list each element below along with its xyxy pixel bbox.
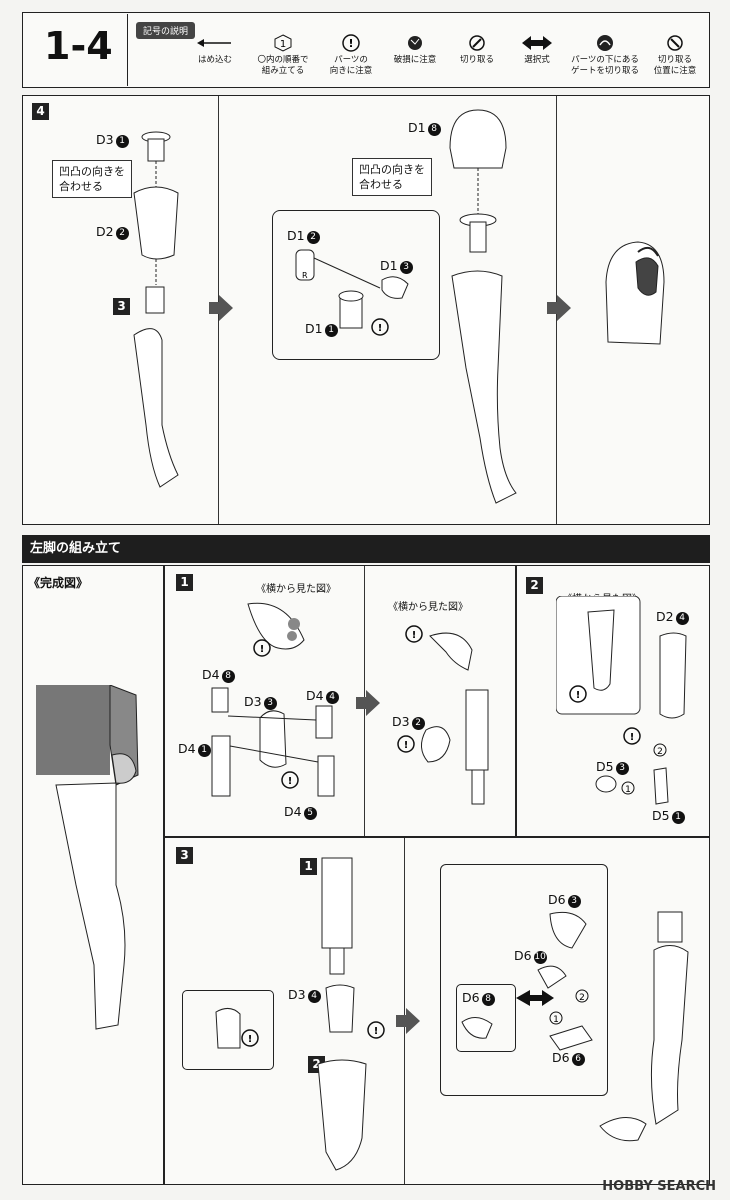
s3-foot-parts-drawing: 2 1 <box>461 911 689 1142</box>
legend-label: 切り取る 位置に注意 <box>653 55 697 76</box>
legend-item-choice: 選択式 <box>506 34 568 66</box>
svg-text:!: ! <box>378 323 383 334</box>
svg-text:1: 1 <box>280 39 286 50</box>
s1-parts-drawing-2: ! ! <box>397 625 489 805</box>
s1-side-label-2: 《横から見た図》 <box>388 602 468 613</box>
complete-view-label: 《完成図》 <box>28 576 89 590</box>
legend-item-cut-position: 切り取る 位置に注意 <box>644 34 706 77</box>
svg-text:!: ! <box>260 644 265 655</box>
s3-inset-left <box>182 990 274 1070</box>
svg-text:!: ! <box>248 1034 253 1045</box>
order-1: 1 <box>553 1015 559 1025</box>
legend-bar: 記号の説明 はめ込む 1 〇内の順番で 組み立てる ! パーツの 向きに注意 破… <box>127 14 708 86</box>
completed-figure <box>36 685 139 1030</box>
joint-inset <box>272 210 440 360</box>
s1-number: 1 <box>176 574 193 591</box>
breakage-icon <box>408 36 422 50</box>
legend-item-gate: パーツの下にある ゲートを切り取る <box>566 34 644 77</box>
arrow-right-icon <box>209 295 233 321</box>
legend-tag: 記号の説明 <box>136 22 196 39</box>
order-2: 2 <box>657 747 663 757</box>
cut-position-icon <box>667 35 683 51</box>
s3-number: 3 <box>176 847 193 864</box>
legend-label: 〇内の順番で 組み立てる <box>257 55 309 76</box>
legend-label: パーツの 向きに注意 <box>329 55 373 76</box>
s1-side-label: 《横から見た図》 <box>256 584 336 595</box>
align-note-right: 凹凸の向きを 合わせる <box>352 158 432 196</box>
d6-8-option-box <box>456 984 516 1052</box>
legend-item-order: 1 〇内の順番で 組み立てる <box>252 34 314 77</box>
arrow-left-icon <box>197 39 231 47</box>
legend-item-breakage: 破損に注意 <box>384 34 446 66</box>
arrow-right-icon <box>547 295 571 321</box>
arrow-right-icon <box>356 690 380 716</box>
r-mark: R <box>302 271 308 280</box>
s3-parts-drawing: ! ! <box>215 857 385 1171</box>
s2-number: 2 <box>526 577 543 594</box>
legend-label: 選択式 <box>524 55 550 65</box>
leg-assembly-left <box>133 131 179 488</box>
section-title: 左脚の組み立て <box>22 535 710 563</box>
joint-parts-drawing: R ! <box>295 249 409 336</box>
legend-item-direction: ! パーツの 向きに注意 <box>320 34 382 77</box>
step3-ref: 3 <box>113 298 130 315</box>
legend-label: 破損に注意 <box>393 55 437 65</box>
double-arrow-icon <box>516 990 554 1006</box>
order-1: 1 <box>625 785 631 795</box>
svg-text:!: ! <box>630 732 635 743</box>
arrow-right-icon <box>396 1008 420 1034</box>
caution-icon: ! <box>342 34 360 52</box>
svg-text:!: ! <box>576 690 581 701</box>
svg-text:!: ! <box>404 740 409 751</box>
leg-assembly-right <box>449 109 517 504</box>
thigh-closeup <box>605 241 665 345</box>
number-circle-icon: 1 <box>274 34 292 52</box>
align-note-left: 凹凸の向きを 合わせる <box>52 160 132 198</box>
step4-number: 4 <box>32 103 49 120</box>
order-2: 2 <box>579 993 585 1003</box>
svg-text:!: ! <box>288 776 293 787</box>
watermark: HOBBY SEARCH <box>602 1179 716 1194</box>
cut-icon <box>469 35 485 51</box>
s3-divider <box>404 838 405 1184</box>
s1-parts-drawing: ! ! <box>211 602 335 797</box>
legend-item-insert: はめ込む <box>184 34 246 66</box>
step-title: 1-4 <box>44 24 113 68</box>
legend-label: はめ込む <box>197 55 232 65</box>
svg-text:!: ! <box>412 630 417 641</box>
gate-cut-icon <box>597 35 613 51</box>
double-arrow-icon <box>522 36 552 50</box>
legend-item-cut: 切り取る <box>446 34 508 66</box>
legend-label: 切り取る <box>459 55 494 65</box>
s2-parts-drawing: ! ! 2 1 <box>556 596 687 805</box>
svg-text:!: ! <box>374 1026 379 1037</box>
svg-text:!: ! <box>348 37 353 50</box>
s3-ref-1: 1 <box>300 858 317 875</box>
legend-label: パーツの下にある ゲートを切り取る <box>570 55 639 76</box>
